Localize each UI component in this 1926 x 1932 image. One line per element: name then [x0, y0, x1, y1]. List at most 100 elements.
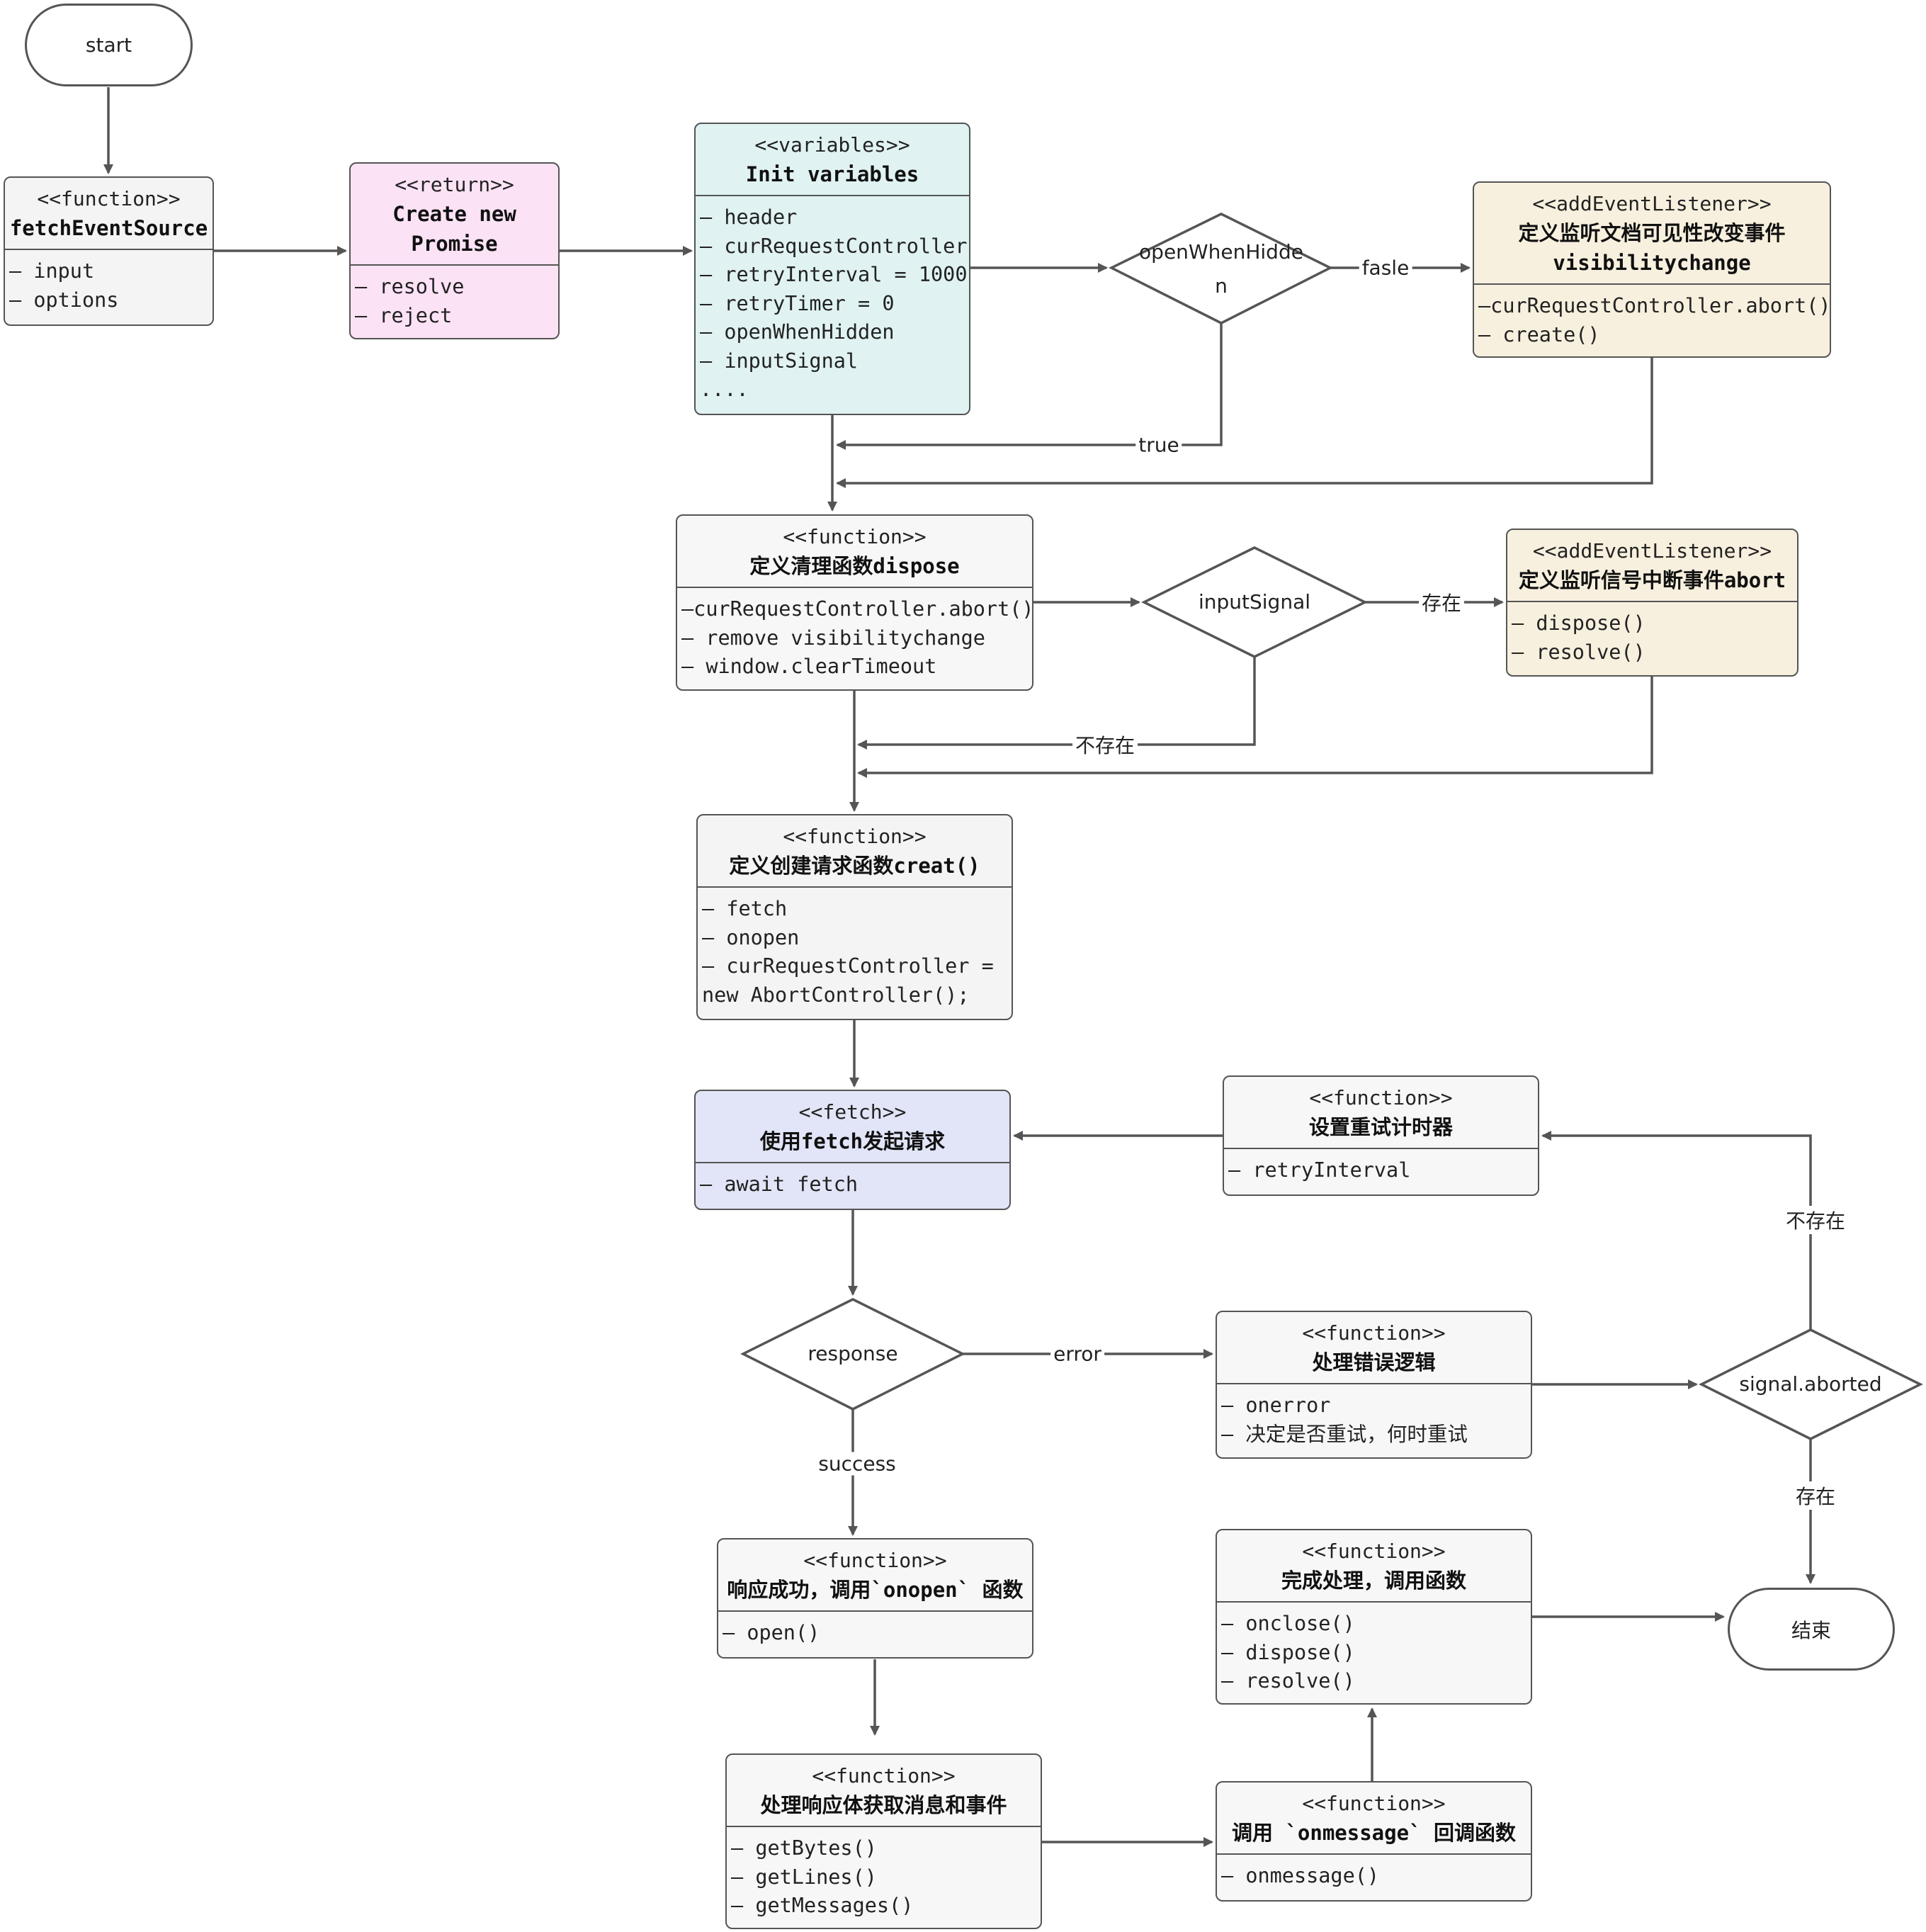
decision-text: inputSignal: [1198, 590, 1311, 614]
node-retry-timer: <<function>> 设置重试计时器 – retryInterval: [1223, 1075, 1539, 1196]
node-header: <<function>> 设置重试计时器: [1224, 1077, 1538, 1149]
edge-openwhenhidden-true: [836, 323, 1223, 450]
node-item: – retryInterval = 1000: [700, 263, 968, 286]
node-stereotype: <<function>>: [783, 525, 927, 548]
node-items: –curRequestController.abort() – create(): [1474, 285, 1830, 354]
node-header: <<addEventListener>> 定义监听文档可见性改变事件 visib…: [1474, 183, 1830, 285]
node-stereotype: <<variables>>: [754, 133, 910, 157]
edge-label-not-exists-2: 不存在: [1782, 1206, 1849, 1234]
node-item: – inputSignal: [700, 349, 859, 373]
node-item: – onmessage(): [1221, 1864, 1380, 1887]
node-title: Init variables: [745, 162, 919, 186]
edge-label-exists: 存在: [1418, 588, 1465, 616]
node-header: <<function>> 定义清理函数dispose: [677, 516, 1032, 588]
node-title: Promise: [411, 232, 498, 256]
node-item: – retryInterval: [1228, 1158, 1411, 1182]
edge-label-fasle: fasle: [1359, 256, 1412, 280]
node-stereotype: <<addEventListener>>: [1532, 539, 1772, 563]
node-item: – resolve: [355, 275, 465, 298]
node-items: – await fetch: [696, 1163, 1009, 1204]
node-title: 使用fetch发起请求: [759, 1129, 946, 1153]
node-title: 完成处理，调用函数: [1281, 1569, 1466, 1593]
decision-inputsignal-label: inputSignal: [1199, 585, 1310, 619]
node-header: <<function>> 处理响应体获取消息和事件: [727, 1755, 1041, 1827]
node-title: 定义清理函数dispose: [749, 554, 960, 578]
node-item: – onopen: [702, 925, 800, 949]
node-stereotype: <<function>>: [1302, 1540, 1446, 1563]
node-variables: <<variables>> Init variables – header – …: [694, 123, 970, 415]
node-items: – dispose() – resolve(): [1507, 602, 1797, 671]
node-item: – input: [9, 259, 95, 283]
decision-text: n: [1215, 274, 1228, 298]
node-promise: <<return>> Create new Promise – resolve …: [349, 162, 560, 339]
node-items: – getBytes() – getLines() – getMessages(…: [727, 1827, 1041, 1925]
node-stereotype: <<function>>: [1302, 1321, 1446, 1345]
node-items: – onerror – 决定是否重试，何时重试: [1217, 1384, 1531, 1453]
node-stereotype: <<addEventListener>>: [1532, 192, 1772, 215]
node-item: ....: [700, 378, 749, 401]
node-item: –curRequestController.abort(): [1478, 294, 1831, 317]
node-item: – remove visibilitychange: [681, 626, 985, 650]
node-finish: <<function>> 完成处理，调用函数 – onclose() – dis…: [1216, 1529, 1532, 1705]
node-item: – reject: [355, 303, 453, 327]
node-header: <<function>> 响应成功，调用`onopen` 函数: [718, 1540, 1032, 1612]
node-stereotype: <<function>>: [1309, 1086, 1453, 1109]
node-title: 定义监听信号中断事件abort: [1518, 568, 1786, 592]
node-title: 定义监听文档可见性改变事件: [1518, 221, 1786, 245]
node-item: – resolve(): [1221, 1669, 1355, 1693]
start-terminal: start: [25, 4, 193, 86]
node-items: – input – options: [5, 250, 213, 319]
decision-text: signal.aborted: [1739, 1372, 1882, 1396]
node-item: – curRequestController =: [702, 954, 994, 978]
node-header: <<addEventListener>> 定义监听信号中断事件abort: [1507, 530, 1797, 602]
node-dispose: <<function>> 定义清理函数dispose –curRequestCo…: [676, 514, 1033, 691]
node-item: new AbortController();: [702, 983, 970, 1007]
node-item: – options: [9, 288, 119, 312]
node-title: 处理错误逻辑: [1312, 1350, 1436, 1374]
node-header: <<fetch>> 使用fetch发起请求: [696, 1091, 1009, 1163]
node-item: – await fetch: [700, 1173, 859, 1196]
edge-label-error: error: [1050, 1342, 1104, 1366]
node-fetcheventsource: <<function>> fetchEventSource – input – …: [4, 176, 214, 326]
edge-label-not-exists: 不存在: [1072, 730, 1138, 759]
node-items: – fetch – onopen – curRequestController …: [698, 888, 1012, 1014]
node-header: <<return>> Create new Promise: [351, 164, 558, 266]
node-item: – fetch: [702, 897, 788, 920]
node-onopen: <<function>> 响应成功，调用`onopen` 函数 – open(): [717, 1538, 1033, 1659]
edge-label-exists-2: 存在: [1792, 1481, 1839, 1510]
node-title: 响应成功，调用`onopen` 函数: [727, 1578, 1024, 1602]
node-item: – 决定是否重试，何时重试: [1221, 1422, 1468, 1446]
node-title: fetchEventSource: [9, 216, 208, 240]
node-item: –curRequestController.abort(): [681, 597, 1033, 621]
node-header: <<function>> 调用 `onmessage` 回调函数: [1217, 1783, 1531, 1855]
node-items: – resolve – reject: [351, 266, 558, 334]
node-visibility-listener: <<addEventListener>> 定义监听文档可见性改变事件 visib…: [1473, 181, 1831, 358]
node-item: – dispose(): [1221, 1640, 1355, 1664]
node-items: – open(): [718, 1612, 1032, 1652]
node-body: <<function>> 处理响应体获取消息和事件 – getBytes() –…: [725, 1753, 1042, 1929]
node-stereotype: <<return>>: [395, 173, 514, 196]
node-onmessage: <<function>> 调用 `onmessage` 回调函数 – onmes…: [1216, 1781, 1532, 1902]
end-label: 结束: [1791, 1618, 1831, 1642]
edge-signalaborted-not-exists: [1541, 1131, 1812, 1330]
edge-label-true: true: [1135, 433, 1182, 457]
node-onerror: <<function>> 处理错误逻辑 – onerror – 决定是否重试，何…: [1216, 1311, 1532, 1459]
node-header: <<variables>> Init variables: [696, 124, 969, 196]
node-title: 调用 `onmessage` 回调函数: [1232, 1821, 1516, 1845]
node-item: – header: [700, 205, 798, 229]
node-item: – openWhenHidden: [700, 320, 895, 344]
node-item: – retryTimer = 0: [700, 291, 895, 315]
node-item: – dispose(): [1512, 611, 1645, 635]
node-item: – resolve(): [1512, 640, 1645, 664]
node-header: <<function>> 完成处理，调用函数: [1217, 1530, 1531, 1603]
node-creat: <<function>> 定义创建请求函数creat() – fetch – o…: [696, 814, 1013, 1020]
node-items: – onmessage(): [1217, 1855, 1531, 1895]
decision-text: response: [808, 1342, 898, 1365]
node-stereotype: <<function>>: [1302, 1792, 1446, 1815]
node-item: – open(): [723, 1621, 820, 1644]
decision-openwhenhidden-label: openWhenHidde n: [1139, 235, 1303, 303]
node-items: – retryInterval: [1224, 1149, 1538, 1190]
decision-text: openWhenHidde: [1139, 240, 1303, 264]
node-item: – curRequestController: [700, 234, 968, 258]
